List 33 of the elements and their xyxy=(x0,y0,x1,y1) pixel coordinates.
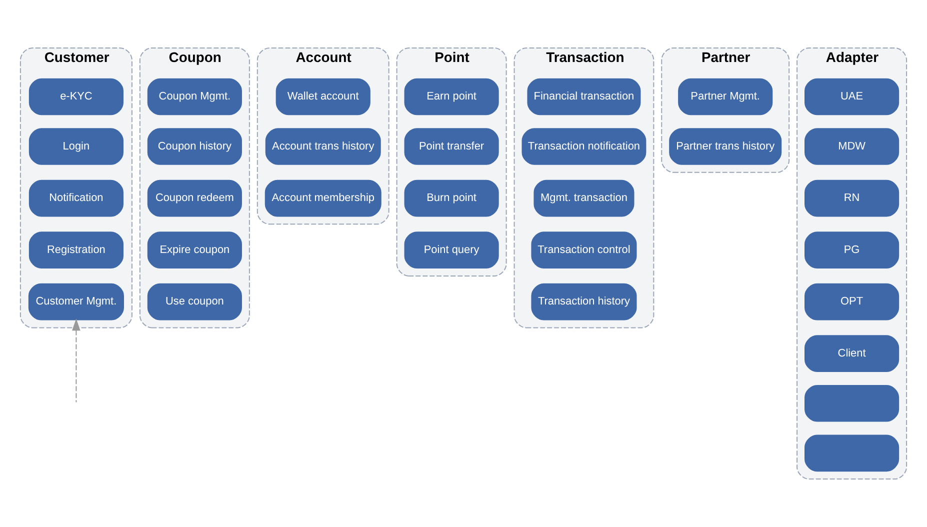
node-box: Mgmt. transaction xyxy=(534,180,634,217)
node-box: Transaction history xyxy=(531,283,637,320)
node-box: UAE xyxy=(804,78,900,116)
node-box: Point query xyxy=(404,232,499,268)
node-box: Point transfer xyxy=(404,128,499,165)
node-box xyxy=(804,384,900,422)
arrow xyxy=(72,318,80,403)
node-box: Account membership xyxy=(264,180,382,217)
node-box: Coupon redeem xyxy=(147,180,242,217)
node-box: Registration xyxy=(28,232,124,268)
node-box: Partner Mgmt. xyxy=(678,78,773,116)
node-box: RN xyxy=(804,180,900,217)
node-box: MDW xyxy=(804,128,900,165)
node-box: Transaction control xyxy=(531,232,637,268)
node-box: Customer Mgmt. xyxy=(28,283,124,320)
node-box: Account trans history xyxy=(265,128,381,165)
node-box xyxy=(804,434,900,472)
node-box: Use coupon xyxy=(147,283,242,320)
node-box: Coupon history xyxy=(147,128,242,165)
node-box: OPT xyxy=(804,283,900,320)
node-box: Partner trans history xyxy=(669,128,782,165)
node-box: Expire coupon xyxy=(147,232,242,268)
node-box: Wallet account xyxy=(276,78,370,116)
node-box: PG xyxy=(804,232,900,268)
node-box: Login xyxy=(28,128,124,165)
node-box: Client xyxy=(804,335,900,372)
node-box: Financial transaction xyxy=(527,78,641,116)
node-box: e-KYC xyxy=(28,78,124,116)
node-box: Burn point xyxy=(404,180,499,217)
node-box: Transaction notification xyxy=(522,128,646,165)
node-box: Coupon Mgmt. xyxy=(147,78,242,116)
node-box: Earn point xyxy=(404,78,499,116)
node-box: Notification xyxy=(28,180,124,217)
